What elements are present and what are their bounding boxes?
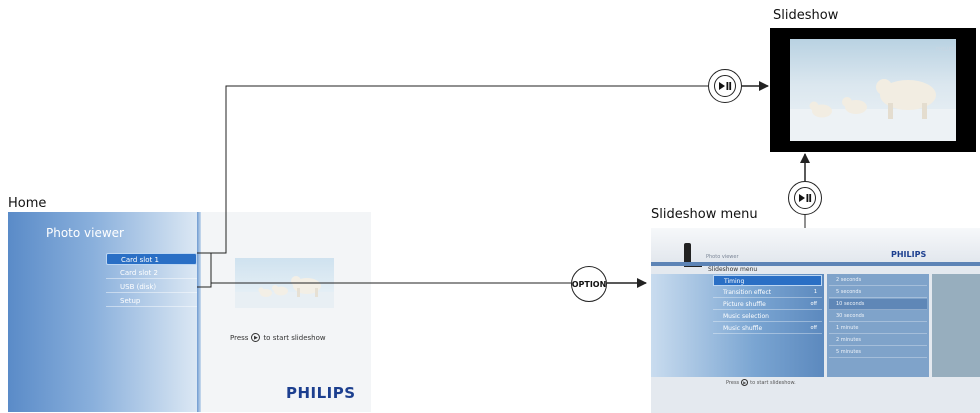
breadcrumb: Photo viewer [706, 254, 739, 260]
option-label: Timing [724, 278, 745, 285]
play-pause-icon: ▶ [251, 333, 261, 342]
photo-frame-icon [684, 243, 691, 267]
polar-bears-image [235, 276, 334, 308]
slideshow-menu-title: Slideshow menu [708, 266, 758, 273]
home-title: Photo viewer [46, 226, 124, 240]
slideshow-menu-label: Slideshow menu [651, 207, 758, 222]
play-pause-icon [718, 81, 732, 90]
philips-logo: PHILIPS [286, 384, 356, 402]
home-screen: Photo viewer Card slot 1 Card slot 2 USB… [8, 212, 371, 412]
play-pause-button-ring [793, 186, 817, 210]
home-menu-panel [8, 212, 198, 412]
play-pause-button[interactable] [708, 69, 742, 103]
slideshow-menu-header [651, 228, 980, 263]
value-5-seconds[interactable]: 5 seconds [829, 287, 927, 298]
value-5-minutes[interactable]: 5 minutes [829, 347, 927, 358]
values-panel [827, 274, 929, 377]
option-value: off [810, 301, 817, 307]
side-panel [932, 274, 980, 377]
value-30-seconds[interactable]: 30 seconds [829, 311, 927, 322]
option-label: Music selection [723, 313, 769, 320]
option-music-selection[interactable]: Music selection [713, 311, 822, 322]
slideshow-screen: PHILIPS [770, 28, 976, 152]
start-slideshow-hint-menu: Press ▶ to start slideshow. [726, 379, 796, 386]
option-label: Music shuffle [723, 325, 763, 332]
home-label: Home [8, 196, 47, 211]
press-prefix: Press [230, 333, 249, 342]
value-2-seconds[interactable]: 2 seconds [829, 275, 927, 286]
option-music-shuffle[interactable]: Music shuffle off [713, 323, 822, 334]
value-1-minute[interactable]: 1 minute [829, 323, 927, 334]
press-prefix: Press [726, 379, 740, 386]
photo-frame-stand [684, 265, 702, 267]
polar-bears-image [790, 79, 956, 141]
slideshow-photo: PHILIPS [790, 39, 956, 141]
menu-item-usb-disk[interactable]: USB (disk) [106, 281, 197, 293]
play-pause-icon [798, 193, 812, 202]
menu-item-card-slot-2[interactable]: Card slot 2 [106, 267, 197, 279]
option-label: Transition effect [723, 289, 772, 296]
press-suffix: to start slideshow. [750, 379, 796, 386]
options-panel [651, 274, 824, 377]
option-button[interactable]: OPTION [571, 266, 607, 302]
play-pause-icon: ▶ [741, 379, 749, 386]
philips-logo-small: PHILIPS [891, 250, 927, 259]
play-pause-button-menu[interactable] [788, 181, 822, 215]
philips-watermark: PHILIPS [936, 47, 955, 53]
option-value: 1 [813, 289, 817, 295]
home-divider [197, 212, 201, 412]
home-photo-thumbnail [235, 258, 334, 308]
menu-item-card-slot-1[interactable]: Card slot 1 [106, 253, 197, 265]
option-label: Picture shuffle [723, 301, 766, 308]
slideshow-label: Slideshow [773, 8, 839, 23]
value-10-seconds[interactable]: 10 seconds [829, 299, 927, 310]
value-2-minutes[interactable]: 2 minutes [829, 335, 927, 346]
option-value: off [810, 325, 817, 331]
slideshow-menu-screen: Photo viewer PHILIPS Slideshow menu Timi… [651, 228, 980, 413]
option-timing[interactable]: Timing [713, 275, 822, 286]
header-band [651, 262, 980, 266]
option-transition-effect[interactable]: Transition effect 1 [713, 287, 822, 298]
option-picture-shuffle[interactable]: Picture shuffle off [713, 299, 822, 310]
press-suffix: to start slideshow [263, 333, 326, 342]
menu-item-setup[interactable]: Setup [106, 295, 197, 307]
option-button-label: OPTION [571, 279, 607, 289]
start-slideshow-hint: Press ▶ to start slideshow [230, 333, 326, 342]
play-pause-button-ring [713, 74, 737, 98]
